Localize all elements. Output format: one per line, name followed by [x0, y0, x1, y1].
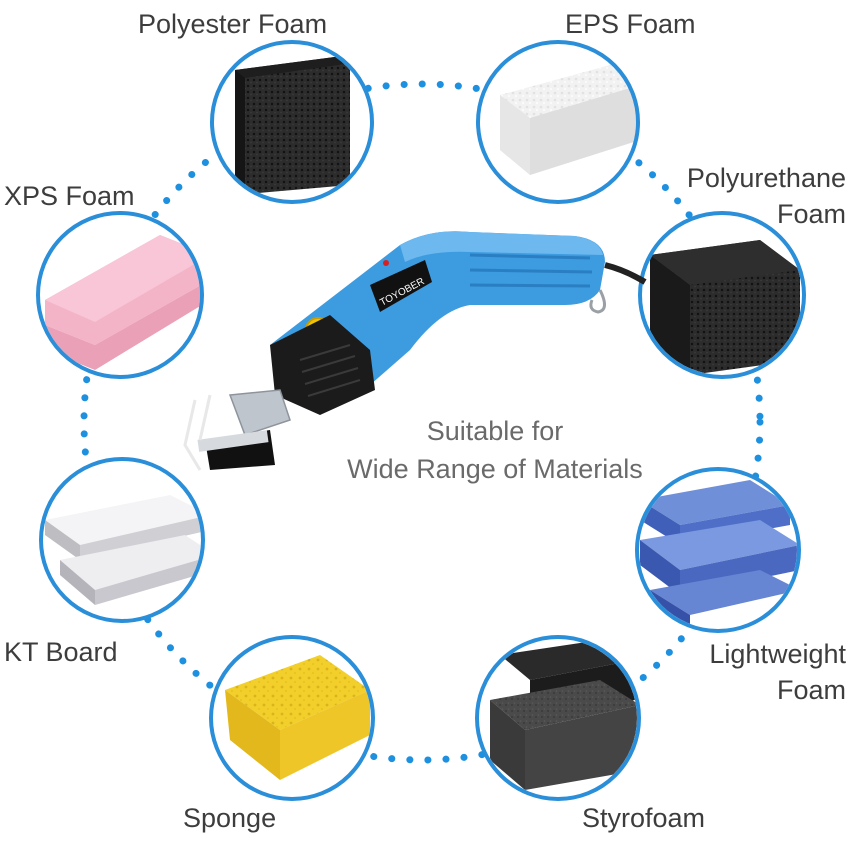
kt-board-image [39, 457, 205, 623]
hot-knife-tool-image: TOYOBER [183, 231, 647, 471]
polyurethane-foam-image [638, 211, 806, 379]
label-xps-foam: XPS Foam [4, 181, 135, 211]
center-heading: Suitable for Wide Range of Materials [300, 412, 690, 488]
label-sponge: Sponge [183, 803, 277, 833]
label-polyurethane-foam-line1: Polyurethane [686, 163, 846, 193]
label-lightweight-foam: Lightweight Foam [640, 636, 846, 708]
dotted-connector-ring [80, 80, 764, 764]
styrofoam-image [475, 635, 641, 801]
label-eps-foam: EPS Foam [565, 9, 696, 39]
label-polyurethane-foam-line2: Foam [776, 199, 846, 229]
eps-foam-image [476, 40, 640, 204]
sponge-image [209, 635, 375, 801]
label-styrofoam: Styrofoam [582, 803, 706, 833]
center-heading-line1: Suitable for [426, 416, 564, 446]
label-polyurethane-foam: Polyurethane Foam [640, 160, 846, 232]
lightweight-foam-image [635, 467, 801, 633]
label-kt-board: KT Board [4, 637, 118, 667]
label-lightweight-foam-line2: Foam [776, 675, 846, 705]
label-lightweight-foam-line1: Lightweight [709, 639, 846, 669]
polyester-foam-image [210, 40, 374, 204]
xps-foam-image [36, 211, 204, 379]
label-polyester-foam: Polyester Foam [138, 9, 328, 39]
center-heading-line2: Wide Range of Materials [347, 454, 643, 484]
